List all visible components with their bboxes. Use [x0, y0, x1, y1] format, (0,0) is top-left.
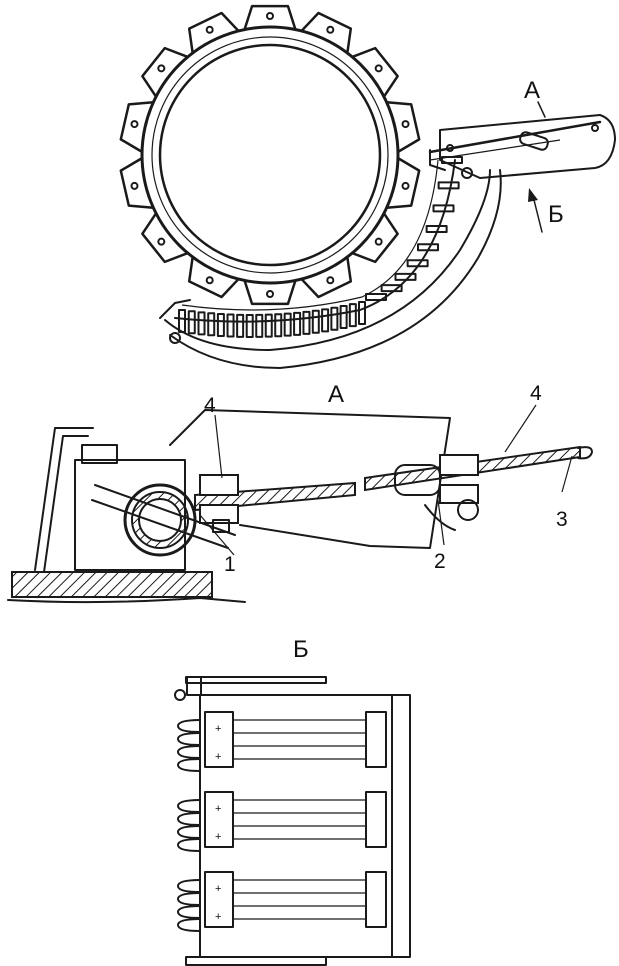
rack-teeth: [178, 156, 463, 338]
view-b-arrow: [528, 188, 543, 233]
bottom-rod: [185, 956, 327, 966]
top-assembly-view: А Б: [119, 4, 616, 369]
vertical-plate: [34, 427, 94, 573]
drum-teeth: [119, 4, 421, 306]
pipe-slot: [91, 484, 236, 549]
view-b-arrow-label: Б: [548, 201, 564, 228]
right-bolt-clamp: [394, 454, 479, 531]
callout-4-left: 4: [204, 394, 216, 417]
svg-text:+: +: [215, 883, 221, 895]
callout-3: 3: [556, 508, 568, 531]
svg-text:+: +: [215, 803, 221, 815]
pivot-hole: [169, 332, 181, 344]
svg-text:+: +: [215, 723, 221, 735]
pipe: [123, 483, 197, 557]
callout-1: 1: [224, 553, 236, 576]
section-a-view: А: [7, 381, 593, 604]
lever-bar: [194, 445, 593, 512]
view-b: Б + + + + + +: [174, 636, 411, 966]
callout-2: 2: [434, 550, 446, 573]
svg-text:+: +: [215, 751, 221, 763]
ground-line: [7, 597, 246, 604]
section-a-title: А: [328, 381, 344, 408]
callout-4-right: 4: [530, 382, 542, 405]
top-rod-clip: [186, 676, 202, 696]
drum: [119, 4, 421, 306]
curved-guide-rack: [159, 156, 502, 369]
top-rod: [185, 676, 327, 684]
svg-text:+: +: [215, 911, 221, 923]
left-bolt-clamp: [199, 474, 239, 533]
bracket-top-lug: [81, 444, 118, 464]
spring-groups: + + + + + +: [177, 711, 387, 932]
svg-text:+: +: [215, 831, 221, 843]
view-b-title: Б: [293, 636, 309, 663]
detail-a-bracket: [428, 114, 616, 179]
view-a-reference-label: А: [524, 77, 540, 104]
base-plate: [11, 571, 213, 598]
